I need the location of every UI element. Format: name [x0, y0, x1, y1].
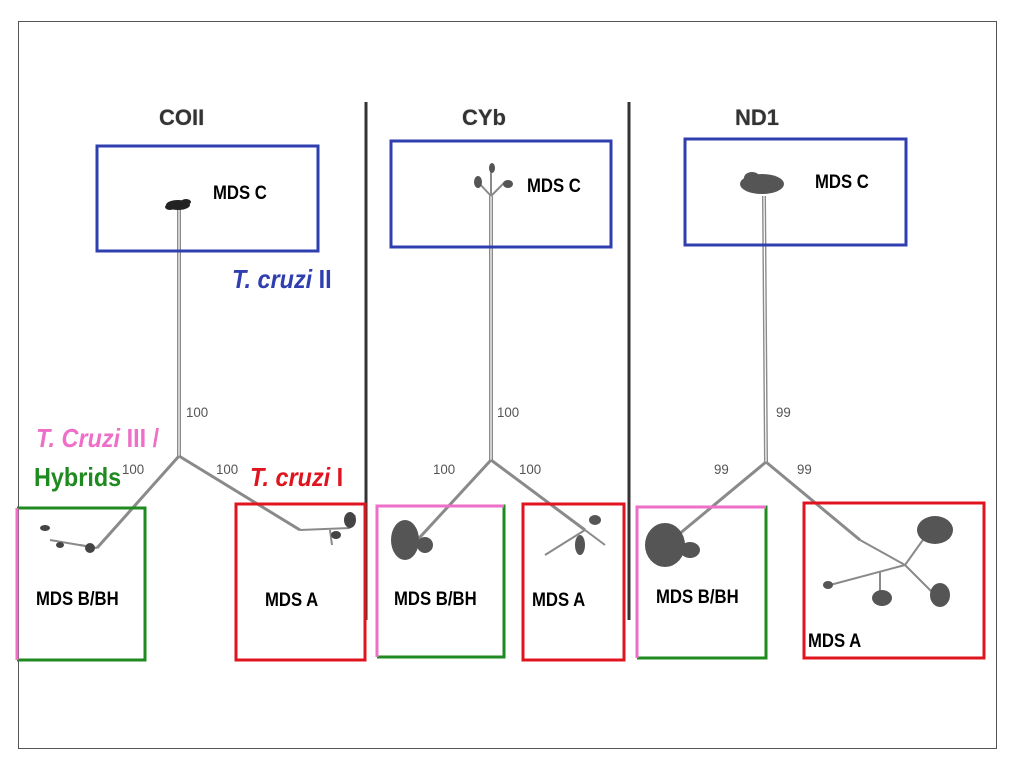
- tree-nd1: [671, 195, 936, 598]
- cluster-box-mds-bbh: [635, 505, 768, 660]
- group-label-tcruzi-ii-suffix: II: [312, 264, 332, 294]
- bootstrap-value: 100: [433, 461, 456, 477]
- cluster-label-mds-c: MDS C: [213, 183, 267, 204]
- cluster-label-mds-a: MDS A: [265, 590, 319, 611]
- leaf-cluster-coii: [40, 199, 356, 553]
- group-label-hybrids: Hybrids: [34, 462, 122, 492]
- cluster-label-mds-a: MDS A: [532, 590, 586, 611]
- cluster-label-mds-c: MDS C: [527, 176, 581, 197]
- tree-branch: [584, 529, 606, 546]
- tree-branch: [544, 529, 586, 556]
- bootstrap-value: 100: [216, 461, 239, 477]
- tree-branch: [829, 564, 906, 586]
- cluster-box-mds-bbh: [15, 506, 147, 662]
- cluster-label-mds-a: MDS A: [808, 631, 862, 652]
- slide-frame: [18, 21, 997, 749]
- group-label-tcruzi-i: T. cruzi I: [250, 464, 343, 490]
- group-label-tcruzi-iii-suffix: III /: [120, 423, 160, 453]
- group-label-tcruzi-i-suffix: I: [330, 462, 344, 492]
- panel-title-cyb: CYb: [462, 105, 506, 130]
- cluster-box-mds-a: [521, 502, 626, 662]
- bootstrap-value: 99: [797, 461, 812, 477]
- cluster-box-mds-bbh: [375, 504, 506, 659]
- tree-branch: [95, 455, 181, 549]
- tree-branch: [671, 460, 767, 542]
- cluster-label-mds-bbh: MDS B/BH: [394, 589, 477, 610]
- cluster-label-mds-bbh: MDS B/BH: [656, 587, 739, 608]
- tree-branch: [765, 460, 861, 542]
- bootstrap-value: 100: [186, 404, 209, 420]
- panel-title-nd1: ND1: [735, 105, 780, 130]
- tree-branch: [408, 458, 493, 550]
- bootstrap-value: 99: [714, 461, 729, 477]
- group-label-tcruzi-ii: T. cruzi II: [232, 266, 332, 292]
- tree-branch: [490, 458, 586, 532]
- leaf-cluster-cyb: [391, 163, 601, 560]
- tree-branch: [490, 181, 506, 197]
- cluster-box-mds-a: [802, 501, 986, 660]
- cluster-box-mds-c: [683, 137, 908, 247]
- tree-branch: [178, 454, 301, 532]
- tree-coii: [49, 208, 356, 549]
- cluster-label-mds-bbh: MDS B/BH: [36, 589, 119, 610]
- cluster-label-mds-c: MDS C: [815, 172, 869, 193]
- bootstrap-value: 100: [497, 404, 520, 420]
- bootstrap-value: 100: [122, 461, 145, 477]
- cluster-box-mds-c: [95, 144, 320, 253]
- tree-cyb: [408, 170, 606, 556]
- tree-branch: [904, 564, 936, 596]
- cluster-box-mds-a: [234, 502, 367, 662]
- bootstrap-value: 100: [519, 461, 542, 477]
- tree-branch: [859, 539, 906, 566]
- group-label-tcruzi-ii-name: T. cruzi: [232, 264, 313, 294]
- group-label-tcruzi-iii-name: T. Cruzi: [36, 423, 121, 453]
- group-label-tcruzi-iii: T. Cruzi III /: [36, 425, 159, 451]
- cluster-box-mds-c: [389, 139, 613, 249]
- bootstrap-value: 99: [776, 404, 791, 420]
- leaf-cluster-nd1: [645, 172, 953, 607]
- tree-branch: [299, 527, 351, 531]
- group-label-tcruzi-i-name: T. cruzi: [250, 462, 331, 492]
- tree-branch: [329, 529, 333, 546]
- panel-title-coii: COII: [159, 105, 205, 130]
